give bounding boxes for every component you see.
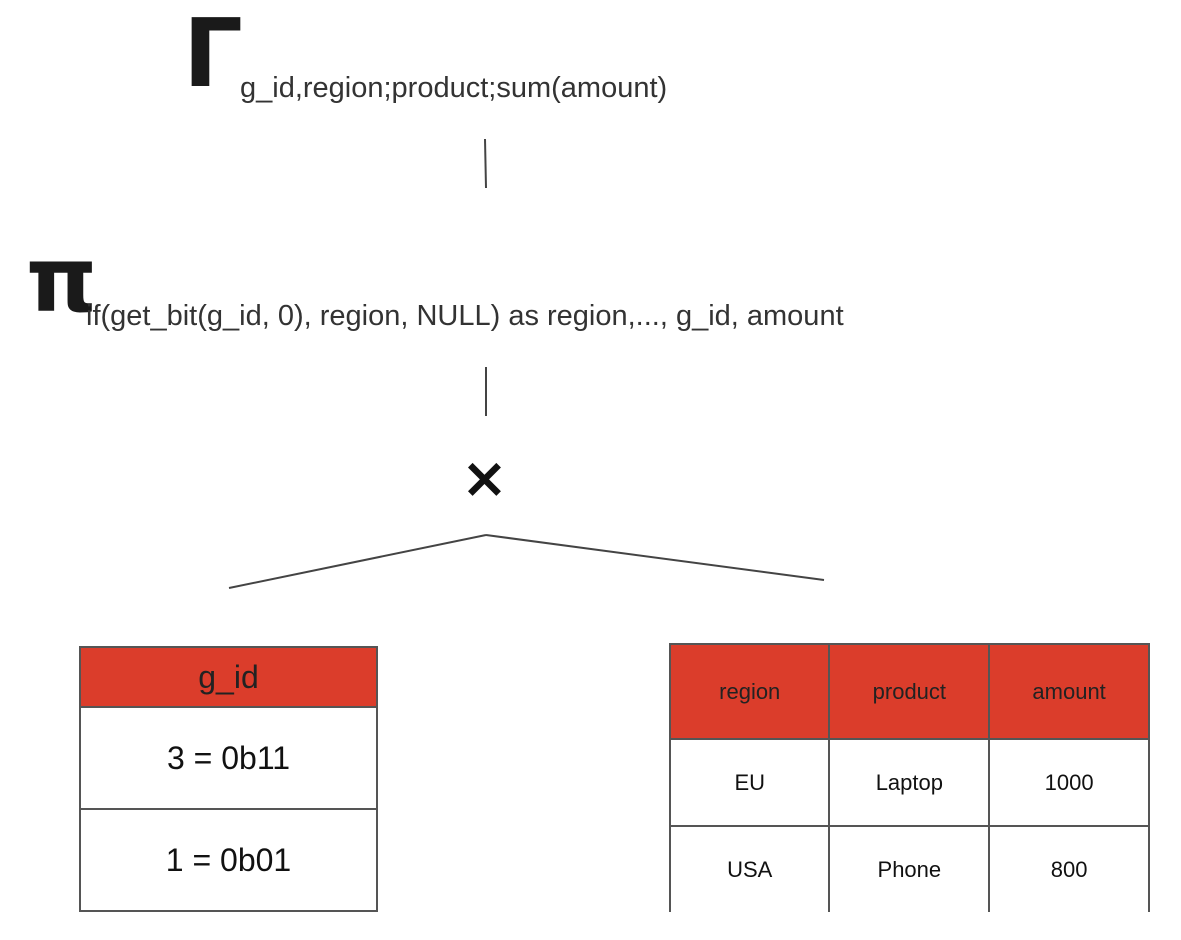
table-cell: Laptop	[828, 739, 990, 827]
column-header-region: region	[670, 644, 830, 740]
grouping-id-table: g_id 3 = 0b11 1 = 0b01	[79, 646, 378, 912]
table-cell: USA	[727, 856, 773, 882]
table-row: 1 = 0b01	[80, 808, 377, 911]
table-cell: 3 = 0b11	[80, 706, 377, 809]
sales-table: region product amount EU Laptop 1000 USA…	[669, 643, 1150, 912]
table-header-row: region product amount	[670, 644, 1149, 740]
edge-gamma-to-pi	[484, 138, 487, 189]
edge-cross-to-left-table	[228, 534, 487, 589]
table-header-row: g_id	[80, 647, 377, 708]
column-header-g-id: g_id	[80, 647, 377, 708]
table-cell: Phone	[828, 826, 990, 912]
edge-cross-to-right-table	[485, 534, 825, 581]
table-cell: EU	[670, 739, 830, 827]
table-row: EU Laptop 1000	[670, 739, 1149, 827]
table-cell: 1 = 0b01	[80, 808, 377, 911]
column-header-product: product	[828, 644, 990, 740]
table-cell: 800	[988, 826, 1149, 912]
projection-operator-symbol: π	[26, 228, 98, 333]
table-cell: 1000	[988, 739, 1149, 827]
table-row: 3 = 0b11	[80, 706, 377, 809]
column-header-amount: amount	[988, 644, 1149, 740]
gamma-operator-subscript: g_id,region;product;sum(amount)	[240, 72, 668, 104]
gamma-operator-symbol: Γ	[183, 0, 243, 109]
projection-operator-subscript: if(get_bit(g_id, 0), region, NULL) as re…	[86, 300, 844, 332]
cross-product-symbol: ×	[461, 446, 508, 511]
table-row: USA Phone 800	[670, 826, 1149, 912]
